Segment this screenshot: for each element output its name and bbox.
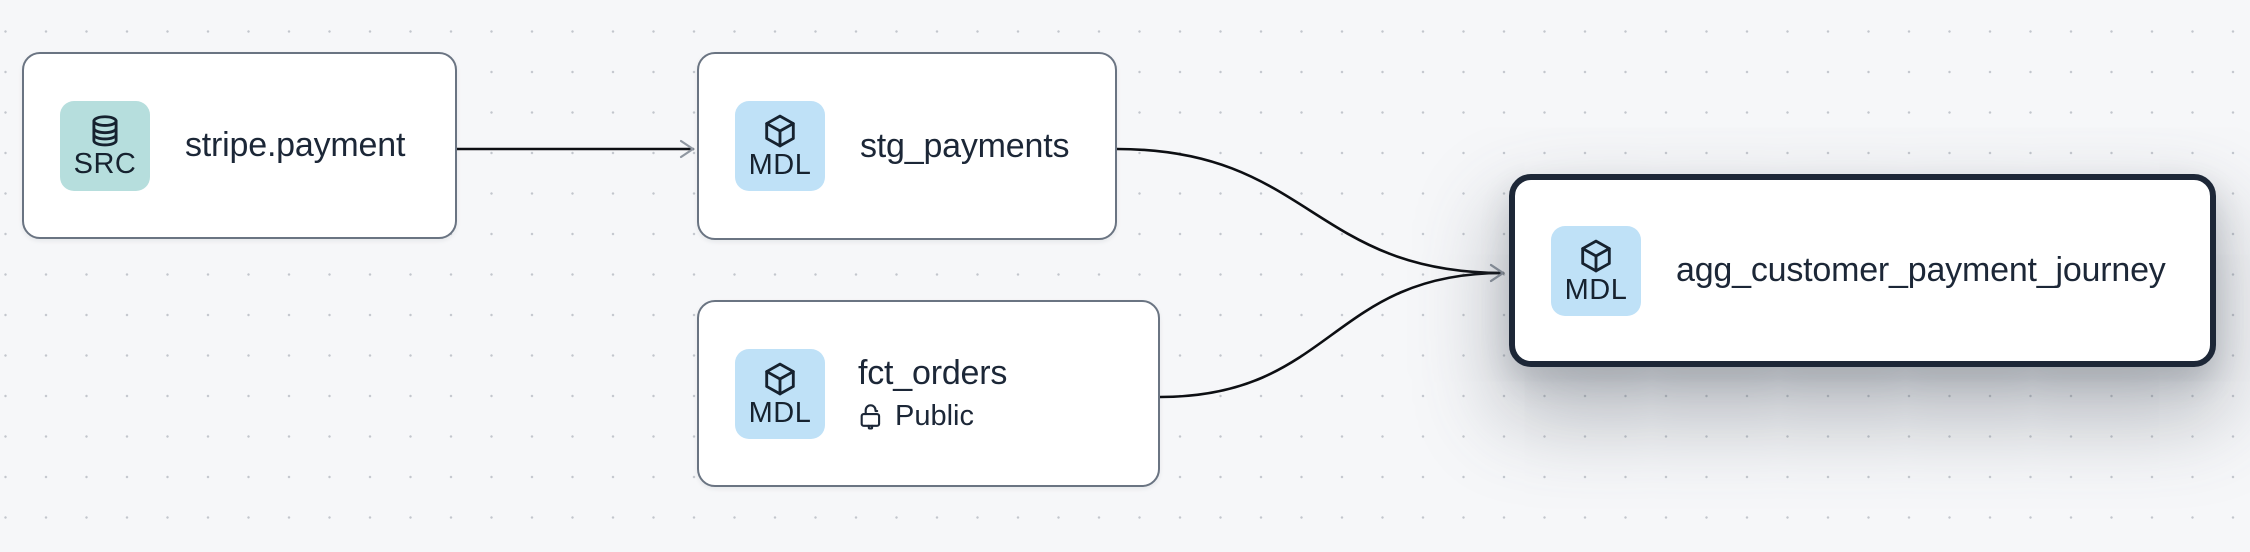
node-label: stg_payments bbox=[860, 126, 1070, 165]
mdl-badge: MDL bbox=[735, 348, 825, 439]
node-label: stripe.payment bbox=[185, 126, 406, 164]
badge-label: MDL bbox=[748, 149, 812, 181]
mdl-badge: MDL bbox=[1551, 225, 1641, 316]
node-label: agg_customer_payment_journey bbox=[1676, 251, 2166, 289]
badge-label: MDL bbox=[1564, 273, 1628, 306]
access-label: Public bbox=[895, 400, 974, 432]
mdl-badge: MDL bbox=[735, 101, 825, 191]
node-agg-customer-payment-journey[interactable]: MDL agg_customer_payment_journey bbox=[1509, 174, 2216, 367]
access-row: Public bbox=[858, 400, 1007, 433]
cube-icon bbox=[765, 362, 795, 395]
cube-icon bbox=[1581, 239, 1611, 272]
node-stg-payments[interactable]: MDL stg_payments bbox=[697, 52, 1117, 240]
node-fct-orders[interactable]: MDL fct_orders Public bbox=[697, 300, 1160, 487]
edge-stg-payments-to-agg-customer-payment-journey[interactable] bbox=[1115, 147, 1505, 283]
node-stripe-payment[interactable]: SRC stripe.payment bbox=[22, 52, 457, 239]
badge-label: SRC bbox=[73, 147, 137, 180]
lock-open-icon bbox=[860, 404, 881, 430]
node-label: fct_orders bbox=[858, 354, 1008, 392]
cube-icon bbox=[765, 114, 795, 148]
src-badge: SRC bbox=[60, 100, 150, 191]
badge-label: MDL bbox=[748, 396, 812, 429]
edge-fct-orders-to-agg-customer-payment-journey[interactable] bbox=[1158, 263, 1505, 399]
database-icon bbox=[92, 114, 118, 146]
